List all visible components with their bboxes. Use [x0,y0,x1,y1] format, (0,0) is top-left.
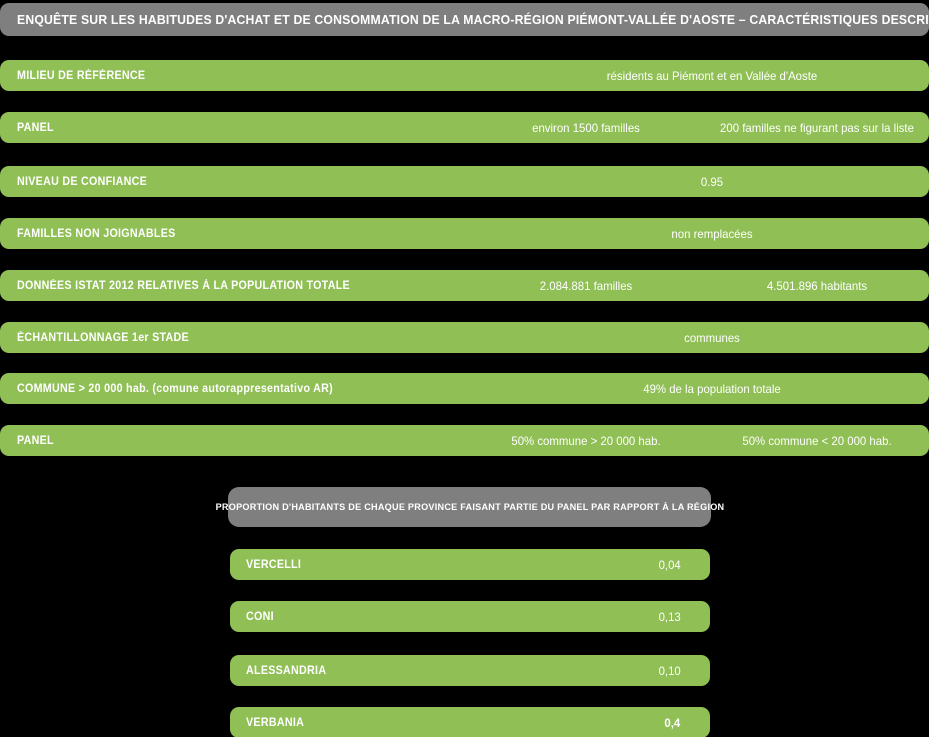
spec-label: COMMUNE > 20 000 hab. (comune autorappre… [17,382,333,395]
province-row-vercelli: VERCELLI 0,04 [230,549,710,580]
spec-row-panel-families: PANEL environ 1500 familles 200 familles… [0,112,929,143]
page-title-bar: ENQUÊTE SUR LES HABITUDES D'ACHAT ET DE … [0,3,929,36]
spec-row-niveau-de-confiance: NIVEAU DE CONFIANCE 0.95 [0,166,929,197]
spec-row-familles-non-joignables: FAMILLES NON JOIGNABLES non remplacées [0,218,929,249]
spec-value-center: 0.95 [700,174,724,189]
spec-value-center: communes [684,330,740,345]
province-section-header: PROPORTION D'HABITANTS DE CHAQUE PROVINC… [215,487,724,527]
spec-value-b: 4.501.896 habitants [766,278,868,293]
province-name: VERBANIA [246,716,305,729]
page-title: ENQUÊTE SUR LES HABITUDES D'ACHAT ET DE … [17,12,929,27]
spec-row-donnees-istat-2012: DONNÉES ISTAT 2012 RELATIVES À LA POPULA… [0,270,929,301]
spec-label: MILIEU DE RÉFÉRENCE [17,69,146,82]
province-row-coni: CONI 0,13 [230,601,710,632]
spec-label: PANEL [17,434,54,447]
province-value: 0,13 [658,609,681,624]
spec-value-a: 2.084.881 familles [539,278,633,293]
province-section-title: PROPORTION D'HABITANTS DE CHAQUE PROVINC… [215,501,724,513]
province-row-alessandria: ALESSANDRIA 0,10 [230,655,710,686]
province-value: 0,4 [664,715,681,730]
spec-row-commune-20000-hab: COMMUNE > 20 000 hab. (comune autorappre… [0,373,929,404]
spec-label: ÉCHANTILLONNAGE 1er STADE [17,331,189,344]
spec-value-b: 200 familles ne figurant pas sur la list… [720,120,914,135]
spec-value-center: non remplacées [671,226,753,241]
spec-label: DONNÉES ISTAT 2012 RELATIVES À LA POPULA… [17,279,350,292]
spec-label: NIVEAU DE CONFIANCE [17,175,148,188]
spec-value-b: 50% commune < 20 000 hab. [742,433,892,448]
spec-value-center: résidents au Piémont et en Vallée d'Aost… [606,68,818,83]
spec-row-panel-commune-split: PANEL 50% commune > 20 000 hab. 50% comm… [0,425,929,456]
spec-row-echantillonnage-1er-stade: ÉCHANTILLONNAGE 1er STADE communes [0,322,929,353]
spec-label: FAMILLES NON JOIGNABLES [17,227,176,240]
province-name: CONI [246,610,274,623]
spec-value-a: environ 1500 familles [532,120,640,135]
province-name: ALESSANDRIA [246,664,327,677]
province-value: 0,10 [658,663,681,678]
spec-value-center: 49% de la population totale [643,381,781,396]
province-name: VERCELLI [246,558,302,571]
spec-row-milieu-de-reference: MILIEU DE RÉFÉRENCE résidents au Piémont… [0,60,929,91]
spec-value-a: 50% commune > 20 000 hab. [511,433,661,448]
province-value: 0,04 [658,557,681,572]
province-row-verbania: VERBANIA 0,4 [230,707,710,737]
spec-label: PANEL [17,121,54,134]
